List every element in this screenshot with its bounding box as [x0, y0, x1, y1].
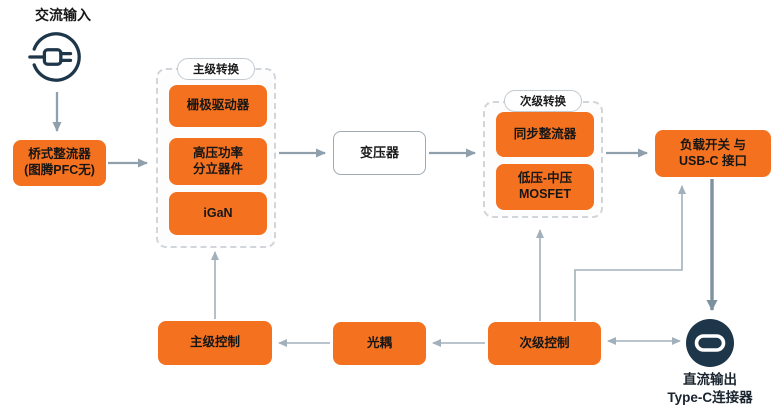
block-optocoupler: 光耦 [333, 322, 426, 365]
block-label-line: 主级控制 [189, 335, 240, 350]
block-label-line: 变压器 [359, 144, 399, 160]
block-gate-driver: 栅极驱动器 [169, 85, 267, 127]
block-label-line: 桥式整流器 [28, 147, 91, 162]
block-label-line: 分立器件 [192, 161, 243, 176]
block-bridge-rectifier: 桥式整流器 (图腾PFC无) [13, 140, 106, 186]
dc-output-label: 直流输出 Type-C连接器 [648, 371, 772, 406]
ac-plug-icon [27, 28, 85, 86]
dc-output-line: Type-C连接器 [667, 389, 753, 405]
block-lv-mv-mosfet: 低压-中压 MOSFET [496, 164, 594, 210]
block-label-line: iGaN [203, 205, 233, 220]
dc-output-line: 直流输出 [683, 372, 737, 387]
block-label-line: 栅极驱动器 [186, 98, 250, 113]
block-primary-control: 主级控制 [158, 321, 272, 365]
block-sync-rectifier: 同步整流器 [496, 112, 594, 157]
block-label-line: MOSFET [518, 187, 572, 201]
block-label-line: (图腾PFC无) [24, 163, 95, 177]
ac-input-label: 交流输入 [35, 7, 91, 23]
primary-conversion-title: 主级转换 [177, 58, 255, 80]
primary-conversion-group: 主级转换 栅极驱动器 高压功率 分立器件 iGaN [156, 58, 276, 248]
usb-c-connector-icon [686, 319, 734, 367]
block-label-line: 高压功率 [192, 145, 243, 160]
block-label-line: 光耦 [366, 335, 392, 350]
block-hv-power-discretes: 高压功率 分立器件 [169, 138, 267, 185]
block-load-switch-usbc: 负载开关 与 USB-C 接口 [655, 130, 771, 177]
block-label-line: USB-C 接口 [678, 153, 748, 168]
block-label-line: 次级控制 [519, 335, 570, 350]
block-transformer: 变压器 [333, 131, 426, 175]
block-label-line: 低压-中压 [517, 171, 573, 186]
block-secondary-control: 次级控制 [488, 322, 601, 365]
block-label-line: 同步整流器 [513, 126, 577, 141]
secondary-conversion-title: 次级转换 [504, 90, 582, 112]
block-igan: iGaN [169, 192, 267, 235]
secondary-conversion-group: 次级转换 同步整流器 低压-中压 MOSFET [483, 90, 603, 218]
block-label-line: 负载开关 与 [680, 137, 746, 152]
